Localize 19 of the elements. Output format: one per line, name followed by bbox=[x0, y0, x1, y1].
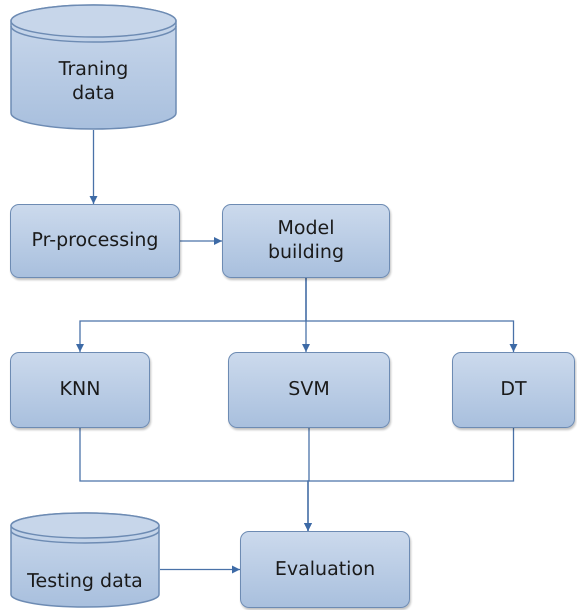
arrow bbox=[90, 130, 98, 204]
process-box bbox=[10, 352, 150, 428]
process-box bbox=[222, 204, 390, 278]
node-label: Pr-processing bbox=[32, 229, 158, 253]
arrow bbox=[304, 428, 514, 531]
node-label: KNN bbox=[60, 378, 100, 402]
node-label: Traning data bbox=[58, 58, 130, 106]
arrow bbox=[160, 566, 240, 574]
node-label: SVM bbox=[288, 378, 330, 402]
process-box bbox=[228, 352, 390, 428]
process-box bbox=[240, 531, 410, 608]
process-box bbox=[10, 204, 180, 278]
process-box bbox=[452, 352, 575, 428]
arrow bbox=[305, 278, 518, 352]
node-label: Evaluation bbox=[274, 558, 376, 582]
node-label: Model building bbox=[266, 217, 346, 265]
arrow bbox=[180, 237, 222, 245]
node-label: Testing data bbox=[27, 570, 143, 594]
node-label: DT bbox=[500, 378, 527, 402]
